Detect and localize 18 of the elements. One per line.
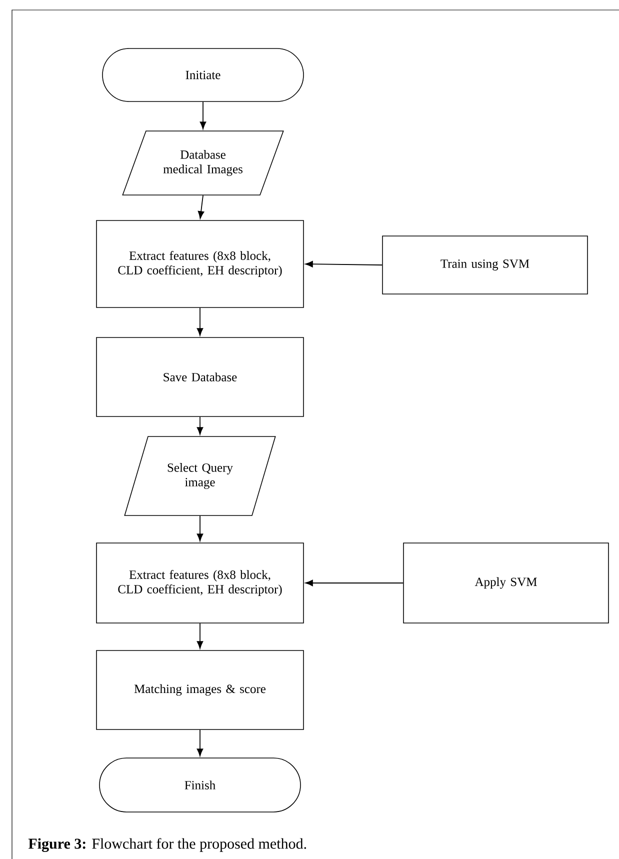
process-box: Extract features (8x8 block, CLD coefficient, EH descriptor) [96,220,304,308]
process-box: Matching images & score [96,650,304,730]
arrow [196,307,204,336]
input-parallelogram: Database medical Images [122,130,284,196]
input-parallelogram: Select Query image [124,436,276,516]
process-box: Apply SVM [403,542,609,624]
arrow [198,194,204,219]
arrow [196,515,204,542]
figure-caption: Figure 3: Flowchart for the proposed method. [28,838,306,852]
arrow [196,416,204,435]
arrow [196,622,204,649]
arrow [305,580,404,586]
arrow [196,729,204,756]
process-box: Save Database [96,337,304,417]
arrow [305,260,383,268]
arrow [200,101,206,130]
process-box: Extract features (8x8 block, CLD coefficient, EH descriptor) [96,542,304,624]
process-box: Train using SVM [382,236,588,294]
